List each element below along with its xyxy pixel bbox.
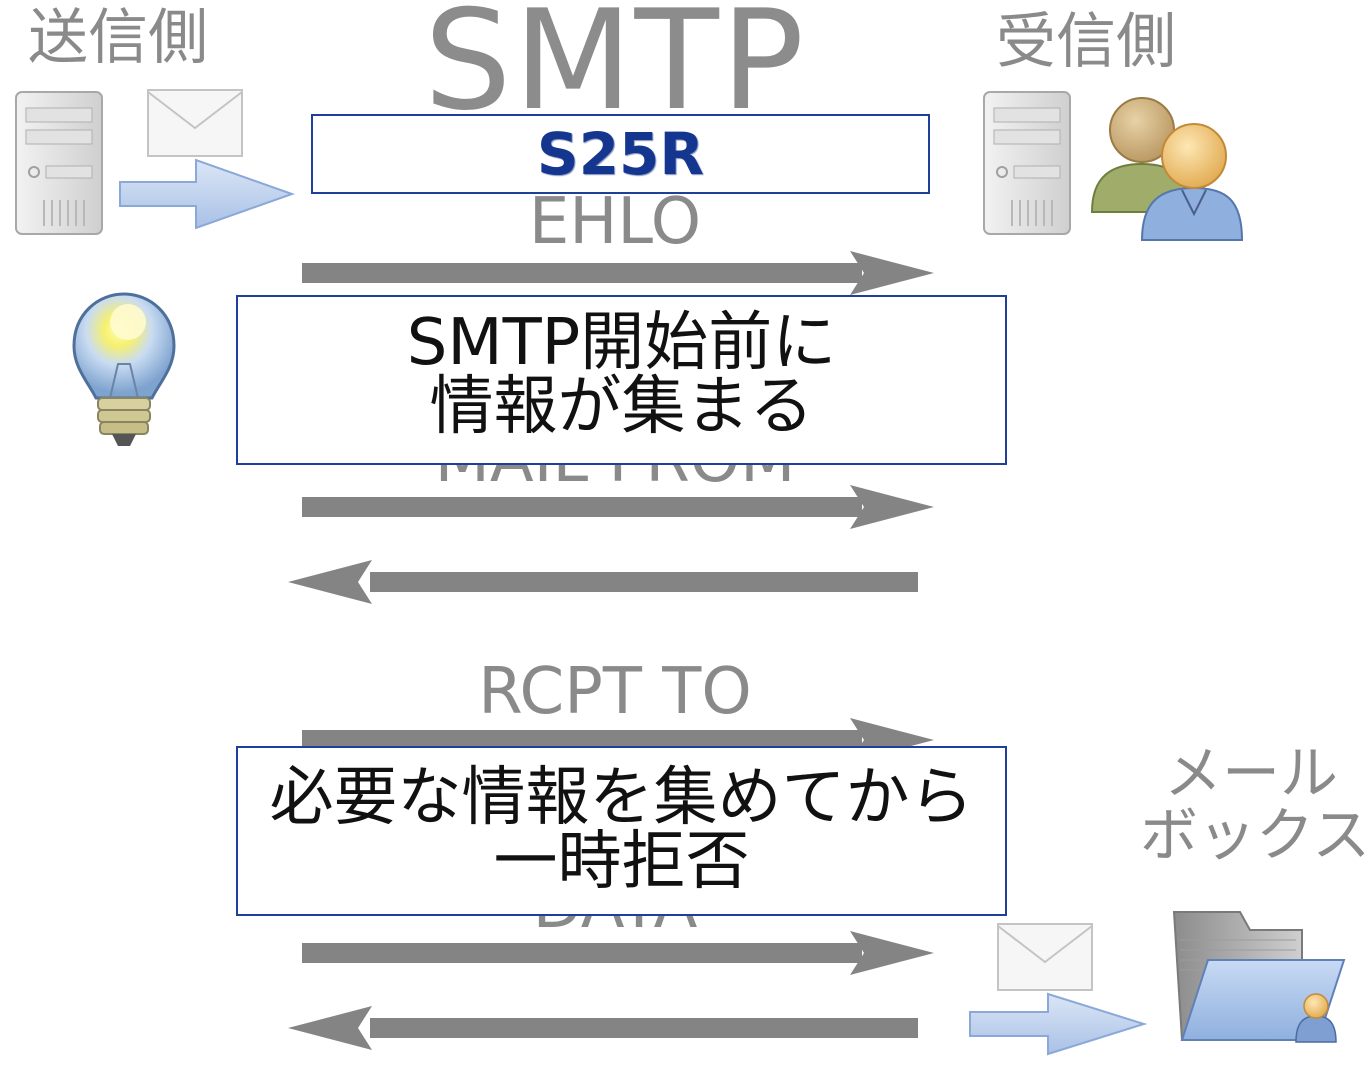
note2-line1: 必要な情報を集めてから: [269, 761, 974, 835]
receiver-server-icon: [983, 91, 1071, 235]
envelope-icon: [147, 89, 243, 157]
sender-server-icon: [15, 91, 103, 235]
s25r-box: S25R: [311, 114, 930, 194]
mail-from-arrow: [302, 485, 934, 529]
reply-arrow-1: [288, 560, 918, 604]
mailbox-label-line2: ボックス: [1140, 801, 1368, 869]
rcpt-to-label: RCPT TO: [478, 655, 752, 729]
note-box-temporary-reject: 必要な情報を集めてから 一時拒否: [236, 746, 1007, 916]
s25r-label: S25R: [536, 120, 705, 188]
note2-line2: 一時拒否: [493, 825, 750, 899]
deliver-arrow-icon: [969, 992, 1148, 1056]
sender-label: 送信側: [28, 3, 208, 73]
reply-arrow-2: [288, 1006, 918, 1050]
lightbulb-icon: [72, 292, 176, 446]
receiver-label: 受信側: [996, 7, 1176, 77]
send-arrow-icon: [119, 158, 295, 230]
page-title: SMTP: [423, 0, 807, 141]
note1-line1: SMTP開始前に: [406, 306, 837, 380]
users-icon: [1090, 97, 1244, 241]
ehlo-label: EHLO: [528, 185, 702, 259]
note-box-info-gathered: SMTP開始前に 情報が集まる: [236, 295, 1007, 465]
ehlo-arrow: [302, 251, 934, 295]
note1-line2: 情報が集まる: [429, 370, 814, 444]
folder-icon: [1172, 911, 1346, 1043]
data-arrow: [302, 931, 934, 975]
mailbox-envelope-icon: [997, 923, 1093, 991]
mailbox-label-line1: メール: [1164, 739, 1339, 807]
